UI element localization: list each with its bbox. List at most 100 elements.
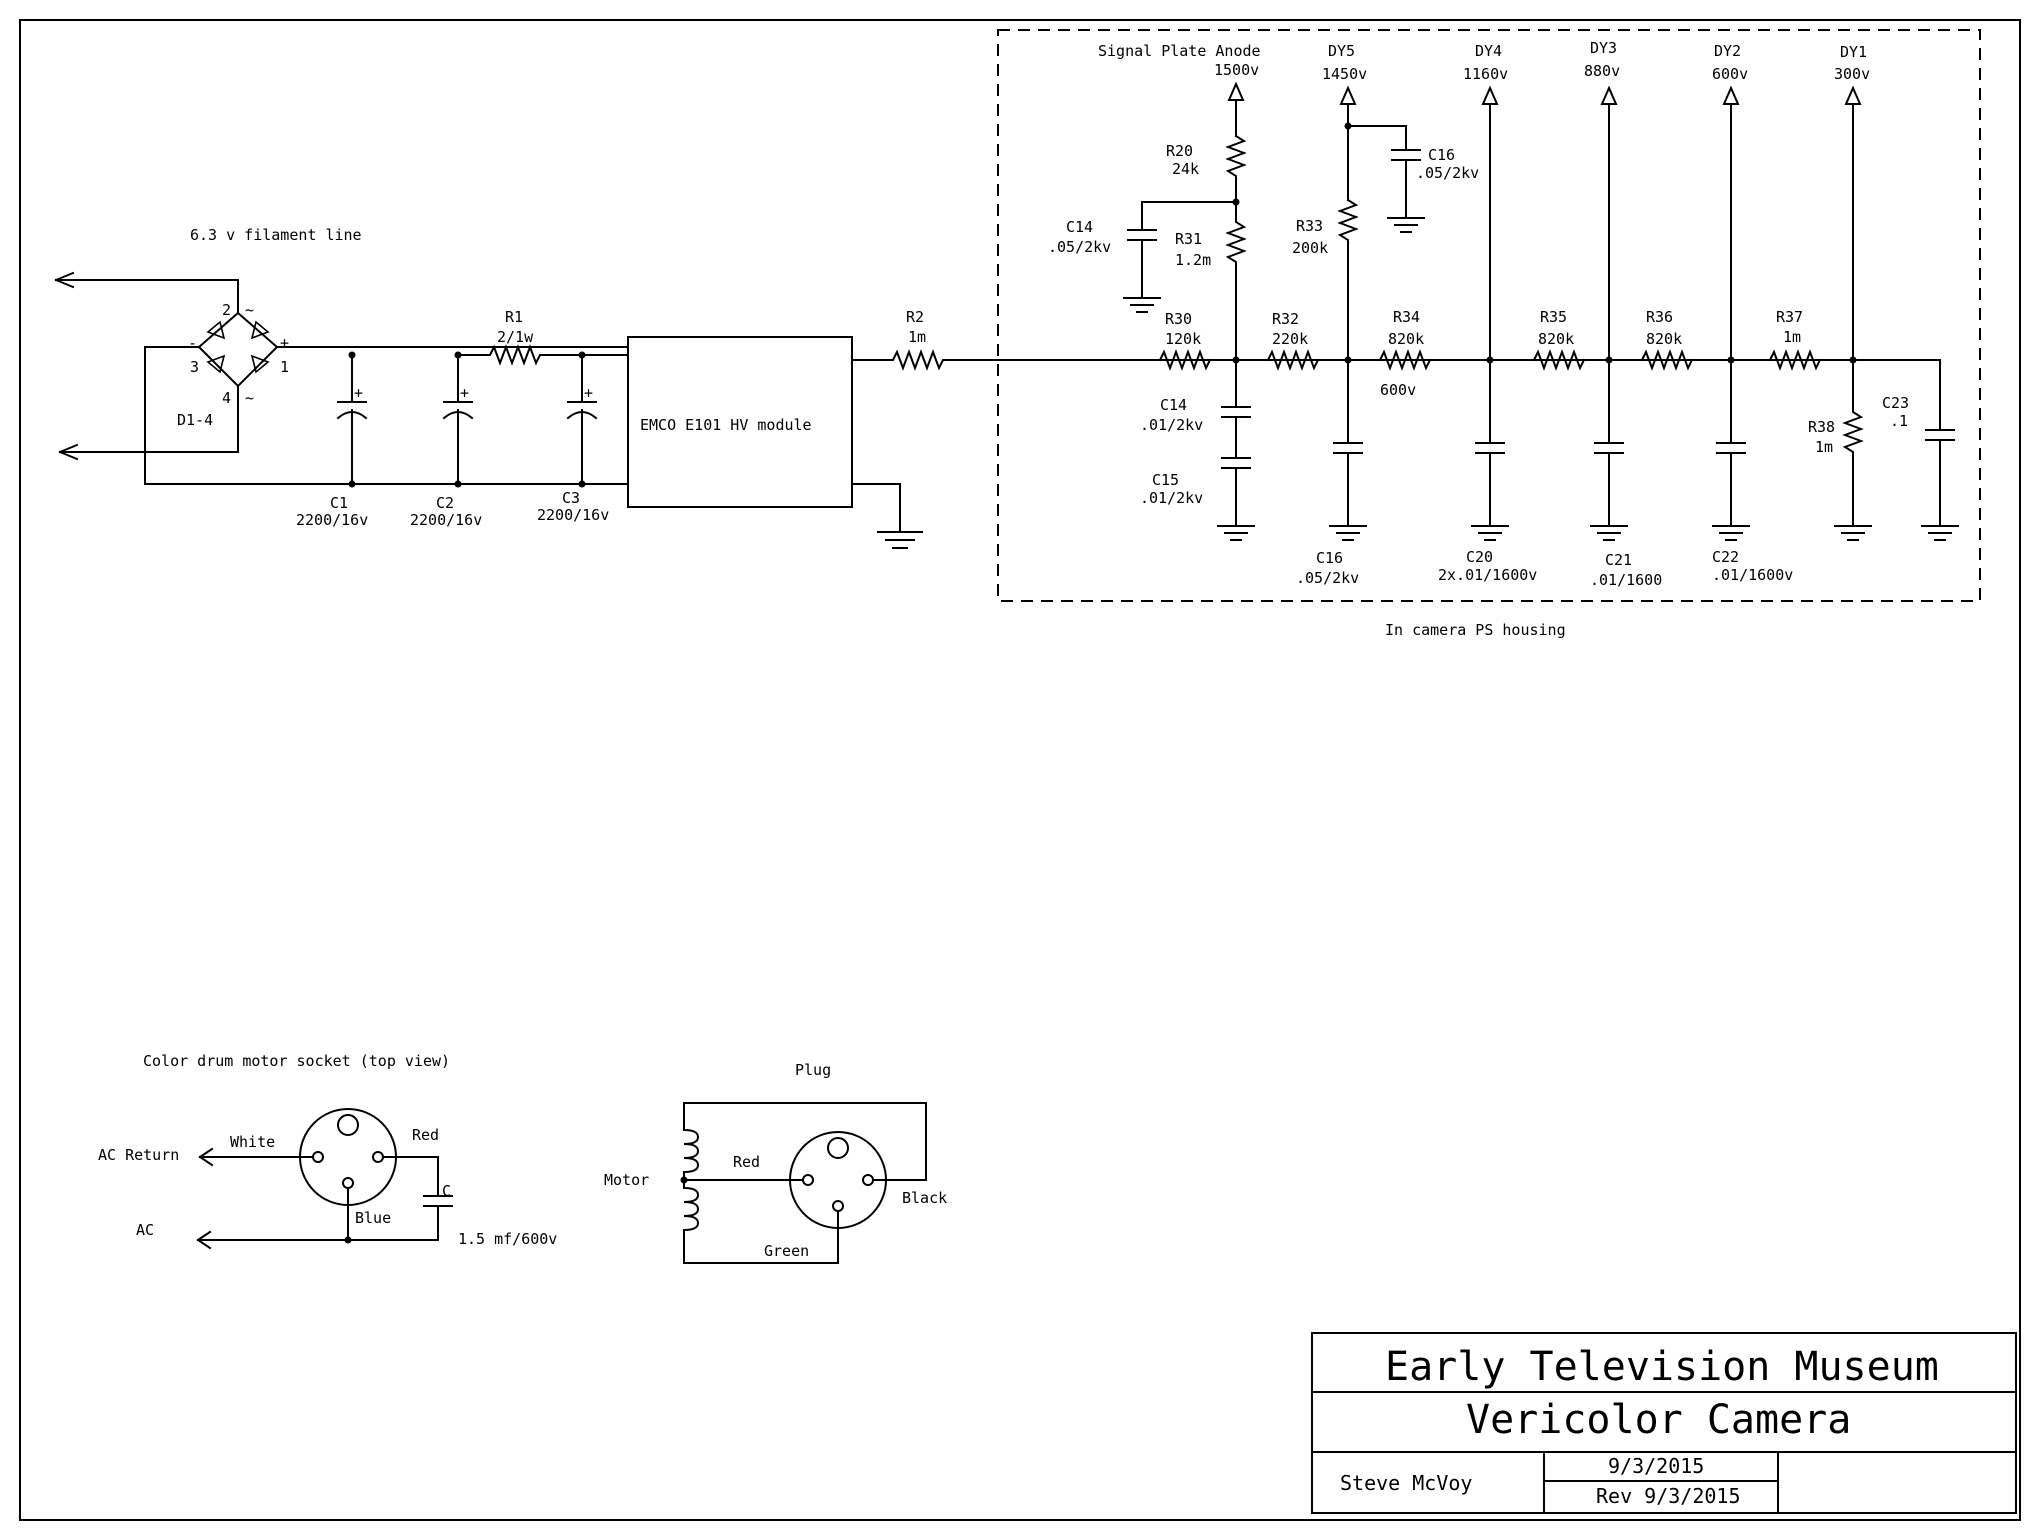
title-org: Early Television Museum — [1385, 1344, 1939, 1390]
socket-red: Red — [412, 1126, 439, 1144]
c16a-ground — [1387, 217, 1425, 233]
title-main: Vericolor Camera — [1466, 1397, 1851, 1443]
socket-blue: Blue — [355, 1209, 391, 1227]
socket-white: White — [230, 1133, 275, 1151]
plug-red: Red — [733, 1153, 760, 1171]
filament-label: 6.3 v filament line — [190, 226, 362, 244]
bridge-rectifier: 2 ~ - + 3 1 4 ~ D1-4 — [144, 301, 629, 485]
resistor-r36: R36 820k — [1640, 308, 1694, 371]
dy5-column: DY5 1450v C16 .05/2kv R33 200k C16 .05/2… — [1292, 42, 1479, 587]
dy3-voltage: 880v — [1584, 62, 1620, 80]
socket-cap-name: C — [442, 1182, 451, 1200]
signal-plate-arrow — [1227, 81, 1245, 137]
r36-value: 820k — [1646, 330, 1682, 348]
housing-label: In camera PS housing — [1385, 621, 1566, 639]
plug: Plug Motor Red Black Green — [604, 1061, 947, 1264]
c20-name: C20 — [1466, 548, 1493, 566]
dy2-arrow — [1716, 85, 1746, 525]
camera-ps-housing: In camera PS housing R30 120k Signal Pla… — [997, 29, 1981, 639]
dy1-column: DY1 300v R38 1m C23 .1 — [1808, 43, 1959, 541]
c23-ground — [1921, 525, 1959, 541]
r38-ground — [1834, 525, 1872, 541]
resistor-r32: R32 220k — [1266, 310, 1320, 371]
c16b-name: C16 — [1316, 549, 1343, 567]
dy4-voltage: 1160v — [1463, 65, 1508, 83]
r30-name: R30 — [1165, 310, 1192, 328]
c1-polarity: + — [354, 384, 363, 402]
module-ground — [877, 531, 923, 549]
c2-value: 2200/16v — [410, 511, 482, 529]
c1-value: 2200/16v — [296, 511, 368, 529]
c15-value: .01/2kv — [1140, 489, 1203, 507]
r31-name: R31 — [1175, 230, 1202, 248]
socket-title: Color drum motor socket (top view) — [143, 1052, 450, 1070]
c14a-value: .05/2kv — [1048, 238, 1111, 256]
bridge-pin-1: 1 — [280, 358, 289, 376]
r32-name: R32 — [1272, 310, 1299, 328]
resistor-r2: R2 1m — [851, 308, 1171, 371]
bridge-pin-minus: - — [188, 334, 197, 352]
r2-name: R2 — [906, 308, 924, 326]
c16b-value: .05/2kv — [1296, 569, 1359, 587]
bridge-label: D1-4 — [177, 411, 213, 429]
c15-name: C15 — [1152, 471, 1179, 489]
socket-ac-return: AC Return — [98, 1146, 179, 1164]
c14a-name: C14 — [1066, 218, 1093, 236]
r32-value: 220k — [1272, 330, 1308, 348]
motor-socket: Color drum motor socket (top view) White… — [98, 1052, 557, 1250]
sheet-border — [19, 19, 2021, 1521]
bridge-pin-4: 4 — [222, 389, 231, 407]
r20-name: R20 — [1166, 142, 1193, 160]
r33-value: 200k — [1292, 239, 1328, 257]
dy5-voltage: 1450v — [1322, 65, 1367, 83]
filament-section: 6.3 v filament line 2 ~ - + 3 1 4 ~ D1-4 — [54, 226, 1171, 549]
dy1-voltage: 300v — [1834, 65, 1870, 83]
hv-module: EMCO E101 HV module — [627, 336, 923, 549]
c16a-name: C16 — [1428, 146, 1455, 164]
resistor-r34: R34 820k 600v — [1378, 308, 1432, 399]
title-rev: Rev 9/3/2015 — [1596, 1484, 1741, 1508]
filament-arrow-top — [74, 279, 239, 314]
bridge-pin-ac2: ~ — [245, 389, 254, 407]
c22-ground — [1712, 525, 1750, 541]
capacitor-c3: + C3 2200/16v — [537, 351, 609, 524]
resistor-r1: R1 2/1w — [457, 308, 583, 366]
dy3-arrow — [1594, 85, 1624, 525]
module-label: EMCO E101 HV module — [640, 416, 812, 434]
resistor-r35: R35 820k — [1532, 308, 1586, 371]
socket-cap-value: 1.5 mf/600v — [458, 1230, 557, 1248]
resistor-r30: R30 120k — [1158, 310, 1212, 371]
dy3-name: DY3 — [1590, 39, 1617, 57]
bridge-pin-2: 2 — [222, 301, 231, 319]
dy2-name: DY2 — [1714, 42, 1741, 60]
title-date: 9/3/2015 — [1608, 1454, 1704, 1478]
r1-value: 2/1w — [497, 328, 534, 346]
c21-ground — [1590, 525, 1628, 541]
r37-name: R37 — [1776, 308, 1803, 326]
c14b-value: .01/2kv — [1140, 416, 1203, 434]
r30-value: 120k — [1165, 330, 1201, 348]
r31-value: 1.2m — [1175, 251, 1211, 269]
c20-ground — [1471, 525, 1509, 541]
r33-name: R33 — [1296, 217, 1323, 235]
arrow-head-top — [54, 271, 76, 289]
dy1-name: DY1 — [1840, 43, 1867, 61]
r36-name: R36 — [1646, 308, 1673, 326]
dy4-arrow — [1475, 85, 1505, 525]
signal-plate-name: Signal Plate Anode — [1098, 42, 1261, 60]
c21-name: C21 — [1605, 551, 1632, 569]
r34-name: R34 — [1393, 308, 1420, 326]
bridge-pin-3: 3 — [190, 358, 199, 376]
c22-value: .01/1600v — [1712, 566, 1793, 584]
arrow-head-bottom — [58, 443, 79, 461]
plug-motor: Motor — [604, 1171, 649, 1189]
r37-value: 1m — [1783, 328, 1801, 346]
resistor-r37: R37 1m — [1768, 308, 1822, 371]
bridge-pin-plus: + — [280, 334, 289, 352]
c20-value: 2x.01/1600v — [1438, 566, 1537, 584]
r38-value: 1m — [1815, 438, 1833, 456]
r38-name: R38 — [1808, 418, 1835, 436]
r35-name: R35 — [1540, 308, 1567, 326]
c22-name: C22 — [1712, 548, 1739, 566]
